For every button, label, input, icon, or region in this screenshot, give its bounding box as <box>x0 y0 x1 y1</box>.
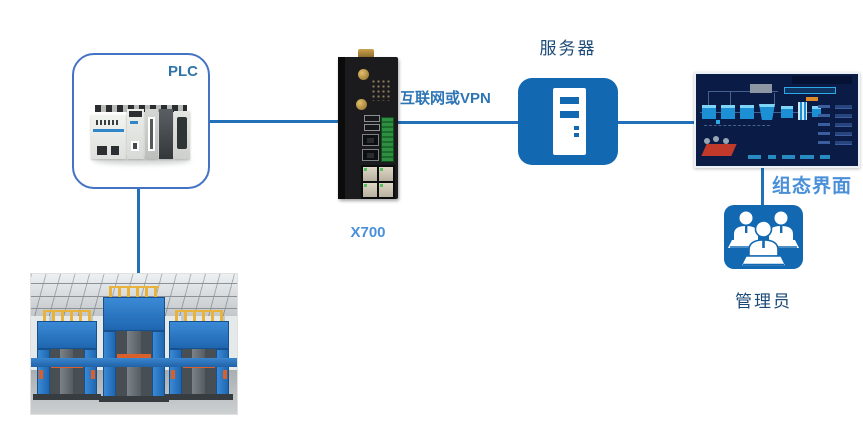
admin-label: 管理员 <box>735 292 792 312</box>
antenna-connector-icon <box>358 49 374 58</box>
x700-router-image <box>338 49 398 199</box>
link-label: 互联网或VPN <box>400 90 491 107</box>
press-center <box>99 286 169 406</box>
connector-server-to-scada <box>617 121 695 124</box>
plc-node-box: PLC <box>72 53 210 189</box>
usb-port <box>364 115 380 122</box>
connector-plc-to-machine <box>137 185 140 275</box>
scada-label: 组态界面 <box>772 175 853 197</box>
usb-port <box>364 124 380 131</box>
press-right <box>165 310 233 406</box>
connector-gateway-to-server <box>396 121 519 124</box>
server-label: 服务器 <box>539 39 597 59</box>
terminal-block <box>381 117 394 162</box>
admin-icon <box>724 205 803 269</box>
operators-team-glyph <box>728 211 799 267</box>
scada-red-machine <box>701 144 737 156</box>
plc-rack-image <box>89 99 195 165</box>
ethernet-port-block <box>361 165 395 199</box>
sma-connector-icon <box>356 99 367 110</box>
gateway-label: X700 <box>350 224 386 241</box>
ethernet-port <box>362 134 379 146</box>
plc-label: PLC <box>168 63 198 80</box>
connector-scada-to-admin <box>761 166 764 208</box>
led-indicators <box>371 79 391 101</box>
sma-connector-icon <box>358 69 369 80</box>
scada-screen <box>694 72 860 168</box>
hydraulic-press-photo <box>31 274 237 414</box>
ethernet-port <box>362 149 379 161</box>
server-icon <box>518 78 618 165</box>
connector-plc-to-gateway <box>206 120 339 123</box>
